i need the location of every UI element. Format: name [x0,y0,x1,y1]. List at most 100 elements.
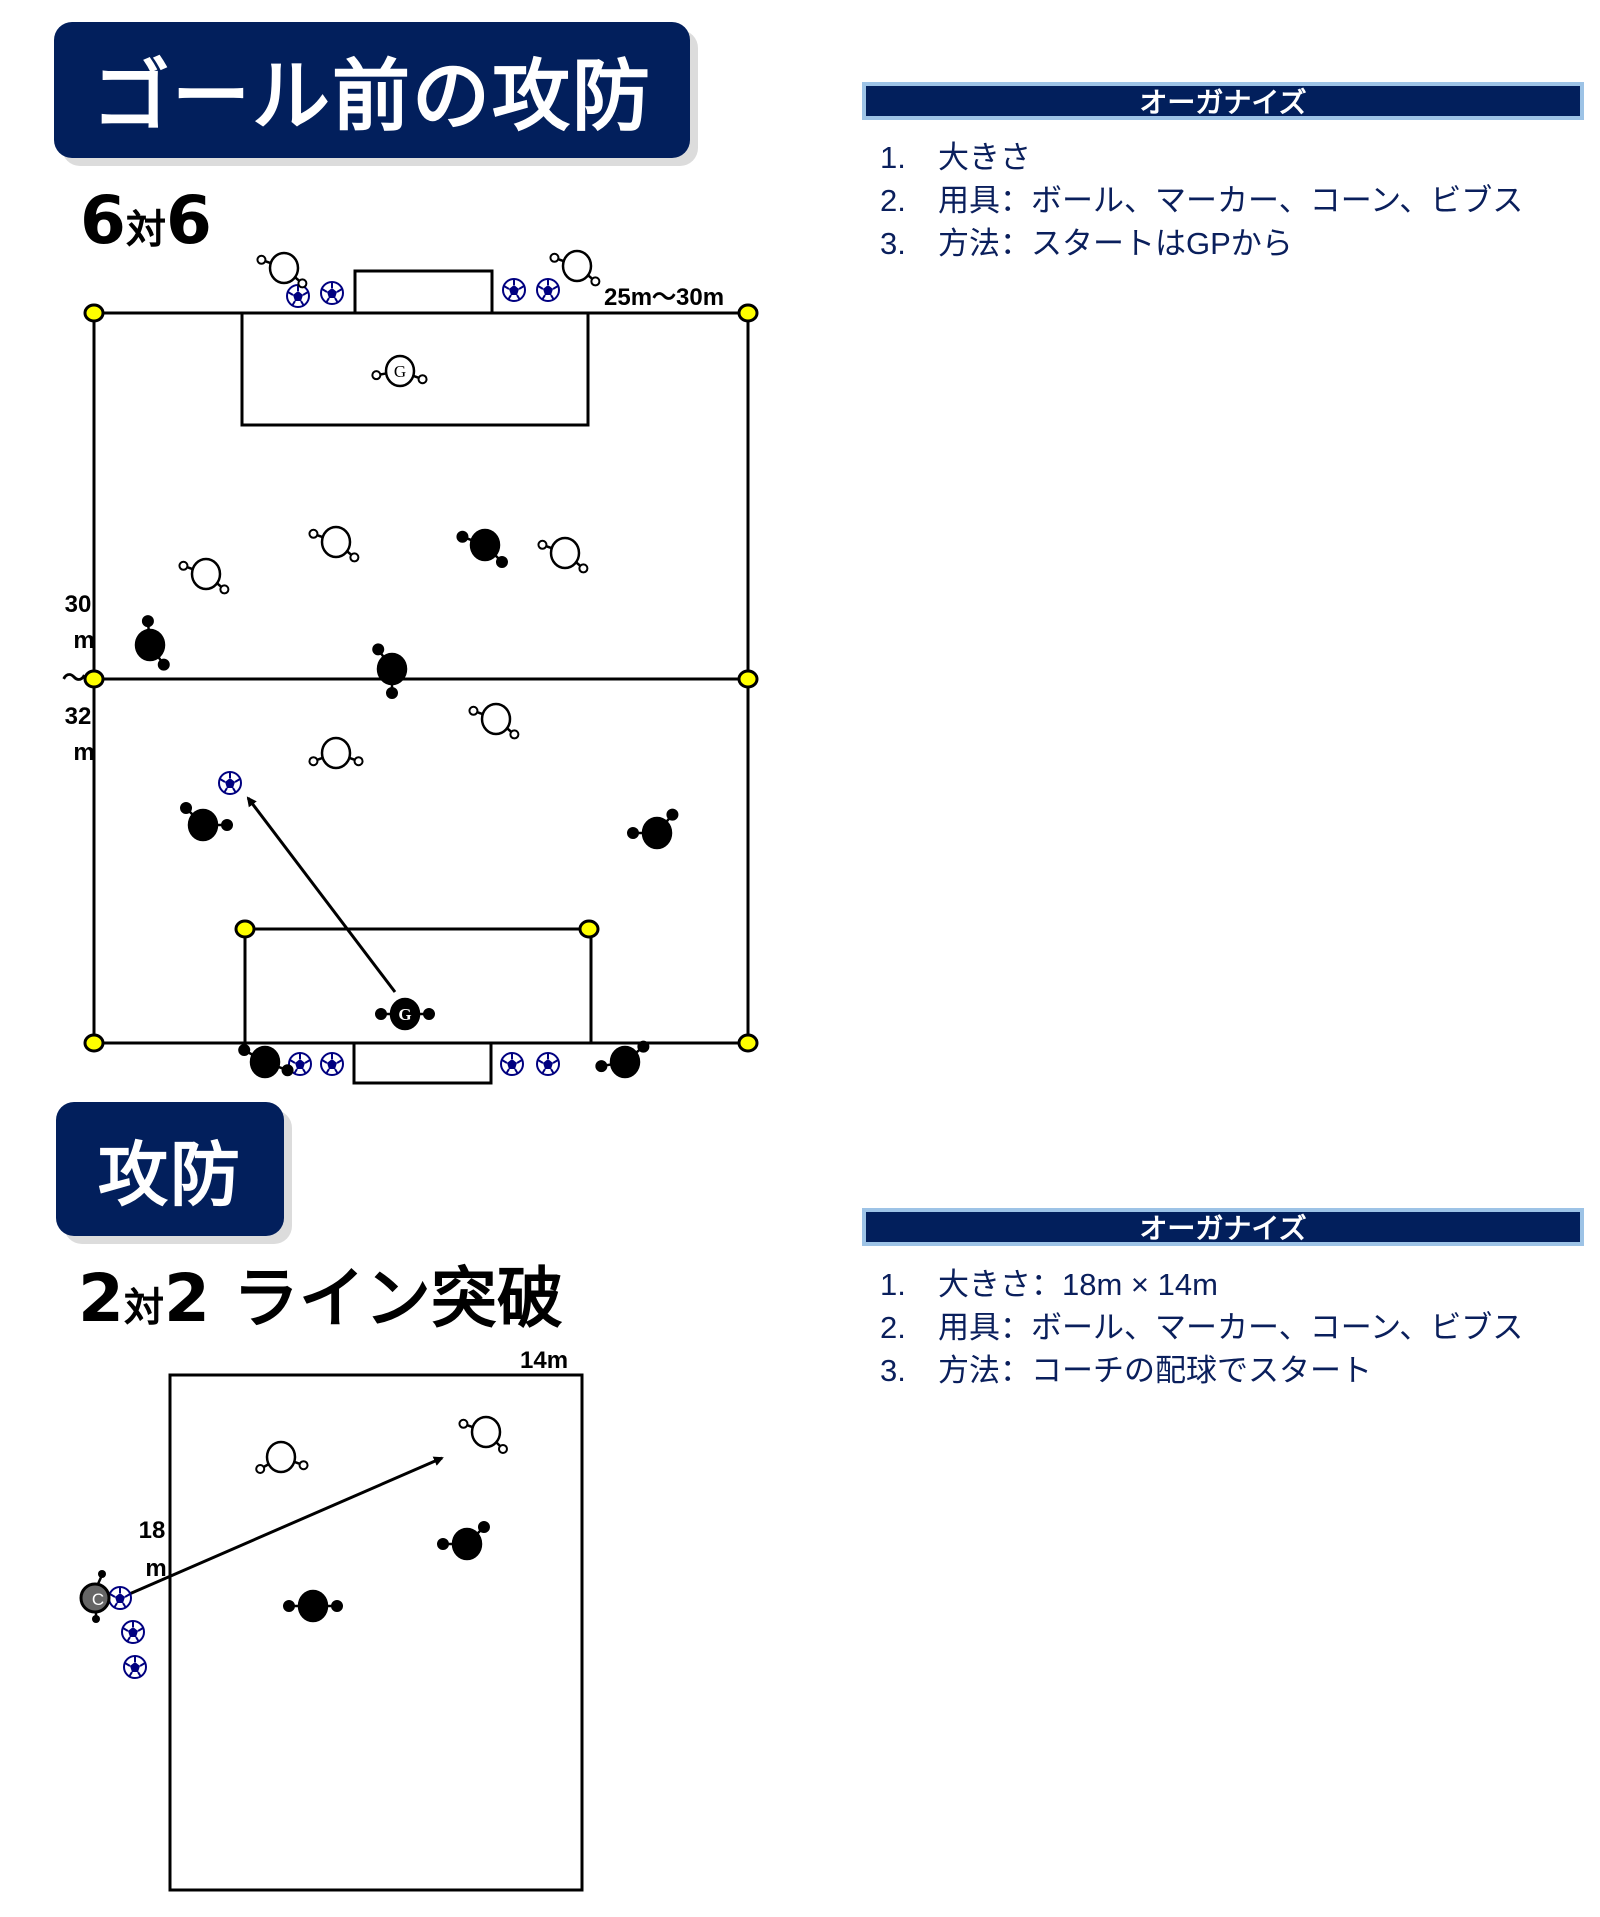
length-label-line: 32 [65,703,92,730]
attacker-player-icon [255,1440,309,1474]
drill1-subtitle: 6対6 [80,182,212,259]
soccer-ball-icon [123,1655,147,1679]
attacker-player-icon [308,525,360,563]
list-item: 2. 用具：ボール、マーカー、コーン、ビブス [880,179,1523,222]
pass-arrow [246,796,397,993]
organize-header-text: オーガナイズ [1139,86,1307,119]
soccer-ball-icon [121,1620,145,1644]
soccer-ball-icon [536,278,560,302]
drill1-title-text: ゴール前の攻防 [91,52,652,142]
length-label-line: m [73,627,94,654]
list-item: 2. 用具：ボール、マーカー、コーン、ビブス [880,1306,1523,1349]
drill1-cones [83,303,759,1053]
width-label: 25m〜30m [604,284,724,311]
defender-player-icon [180,802,233,842]
goalkeeper-player-icon: G [375,997,435,1031]
drill2-organize-list: 1. 大きさ：18m × 14m 2. 用具：ボール、マーカー、コーン、ビブス 3.… [880,1263,1523,1392]
pass-arrow [126,1456,444,1597]
defender-player-icon [238,1044,294,1079]
list-item-text: 方法：スタートはGPから [938,226,1293,261]
length-label-line: m [145,1555,166,1582]
subtitle-count-right: 2 [163,1260,210,1337]
list-item: 3. 方法：スタートはGPから [880,222,1523,265]
coach-label: C [92,1590,104,1609]
attacker-player-icon [308,736,364,770]
player-label: G [398,1005,411,1024]
drill2-players: C [79,1415,508,1623]
drill2-subtitle: 2対2 ライン突破 [78,1245,563,1341]
defender-player-icon [456,528,508,568]
length-label-line: 18 [139,1517,166,1544]
soccer-ball-icon [320,281,344,305]
drill1-organize-list: 1. 大きさ 2. 用具：ボール、マーカー、コーン、ビブス 3. 方法：スタートはGP… [880,136,1523,265]
drill2-title: 攻防 [56,1102,284,1236]
soccer-ball-icon [536,1052,560,1076]
subtitle-vs: 対 [123,1285,164,1331]
drill1-field [92,269,750,1085]
soccer-ball-icon [500,1052,524,1076]
length-label-line: m [73,739,94,766]
list-item-number: 1. [880,140,906,175]
list-item-number: 1. [880,1267,906,1302]
cone-marker-icon [737,669,759,689]
list-item-number: 2. [880,183,906,218]
player-label: G [394,362,406,381]
attacker-player-icon [178,557,230,595]
bottom-penalty-area [243,927,593,1045]
drill2-field [126,1373,584,1892]
cone-marker-icon [83,303,105,323]
drill2-organize-header: オーガナイズ [862,1208,1584,1246]
subtitle-count-left: 2 [78,1260,124,1337]
cone-marker-icon [578,919,600,939]
attacker-player-icon [537,536,589,574]
cone-marker-icon [83,669,105,689]
length-label-line: 30 [65,591,92,618]
drill1-title: ゴール前の攻防 [54,22,690,158]
defender-player-icon [627,808,679,850]
cone-marker-icon [234,919,256,939]
subtitle-count-right: 6 [165,182,212,259]
soccer-ball-icon [108,1586,132,1610]
defender-player-icon [595,1040,650,1079]
length-label: 30 m 〜 32 m [62,591,95,766]
list-item: 1. 大きさ [880,136,1523,179]
coach-icon: C [79,1570,111,1623]
attacker-player-icon [549,249,601,287]
drill1-players: GG [134,249,679,1079]
defender-player-icon [372,643,408,699]
top-goal [353,269,494,315]
defender-player-icon [134,615,170,671]
defender-player-icon [437,1521,490,1561]
field-boundary [168,1373,584,1892]
list-item-text: 用具：ボール、マーカー、コーン、ビブス [938,183,1524,218]
list-item-text: 大きさ [938,140,1031,175]
subtitle-vs: 対 [125,207,166,253]
cone-marker-icon [83,1033,105,1053]
cone-marker-icon [737,303,759,323]
attacker-player-icon [458,1415,508,1454]
soccer-ball-icon [286,284,310,308]
list-item-text: 大きさ：18m × 14m [938,1267,1218,1302]
list-item: 3. 方法：コーチの配球でスタート [880,1349,1523,1392]
soccer-ball-icon [218,771,242,795]
attacker-player-icon [468,702,520,740]
organize-header-text: オーガナイズ [1139,1212,1307,1245]
defender-player-icon [283,1589,343,1623]
subtitle-drill-name: ライン突破 [232,1260,563,1337]
list-item: 1. 大きさ：18m × 14m [880,1263,1523,1306]
goalkeeper-player-icon: G [371,354,428,388]
list-item-text: 方法：コーチの配球でスタート [938,1353,1372,1388]
list-item-number: 3. [880,226,906,261]
attacker-player-icon [256,251,308,289]
soccer-ball-icon [502,278,526,302]
list-item-number: 3. [880,1353,906,1388]
length-label: 18 m [139,1517,167,1582]
width-label: 14m [520,1347,568,1374]
list-item-number: 2. [880,1310,906,1345]
soccer-ball-icon [320,1052,344,1076]
drill2-balls [108,1586,147,1679]
length-label-line: 〜 [62,665,86,692]
list-item-text: 用具：ボール、マーカー、コーン、ビブス [938,1310,1524,1345]
drill1-organize-header: オーガナイズ [862,82,1584,120]
